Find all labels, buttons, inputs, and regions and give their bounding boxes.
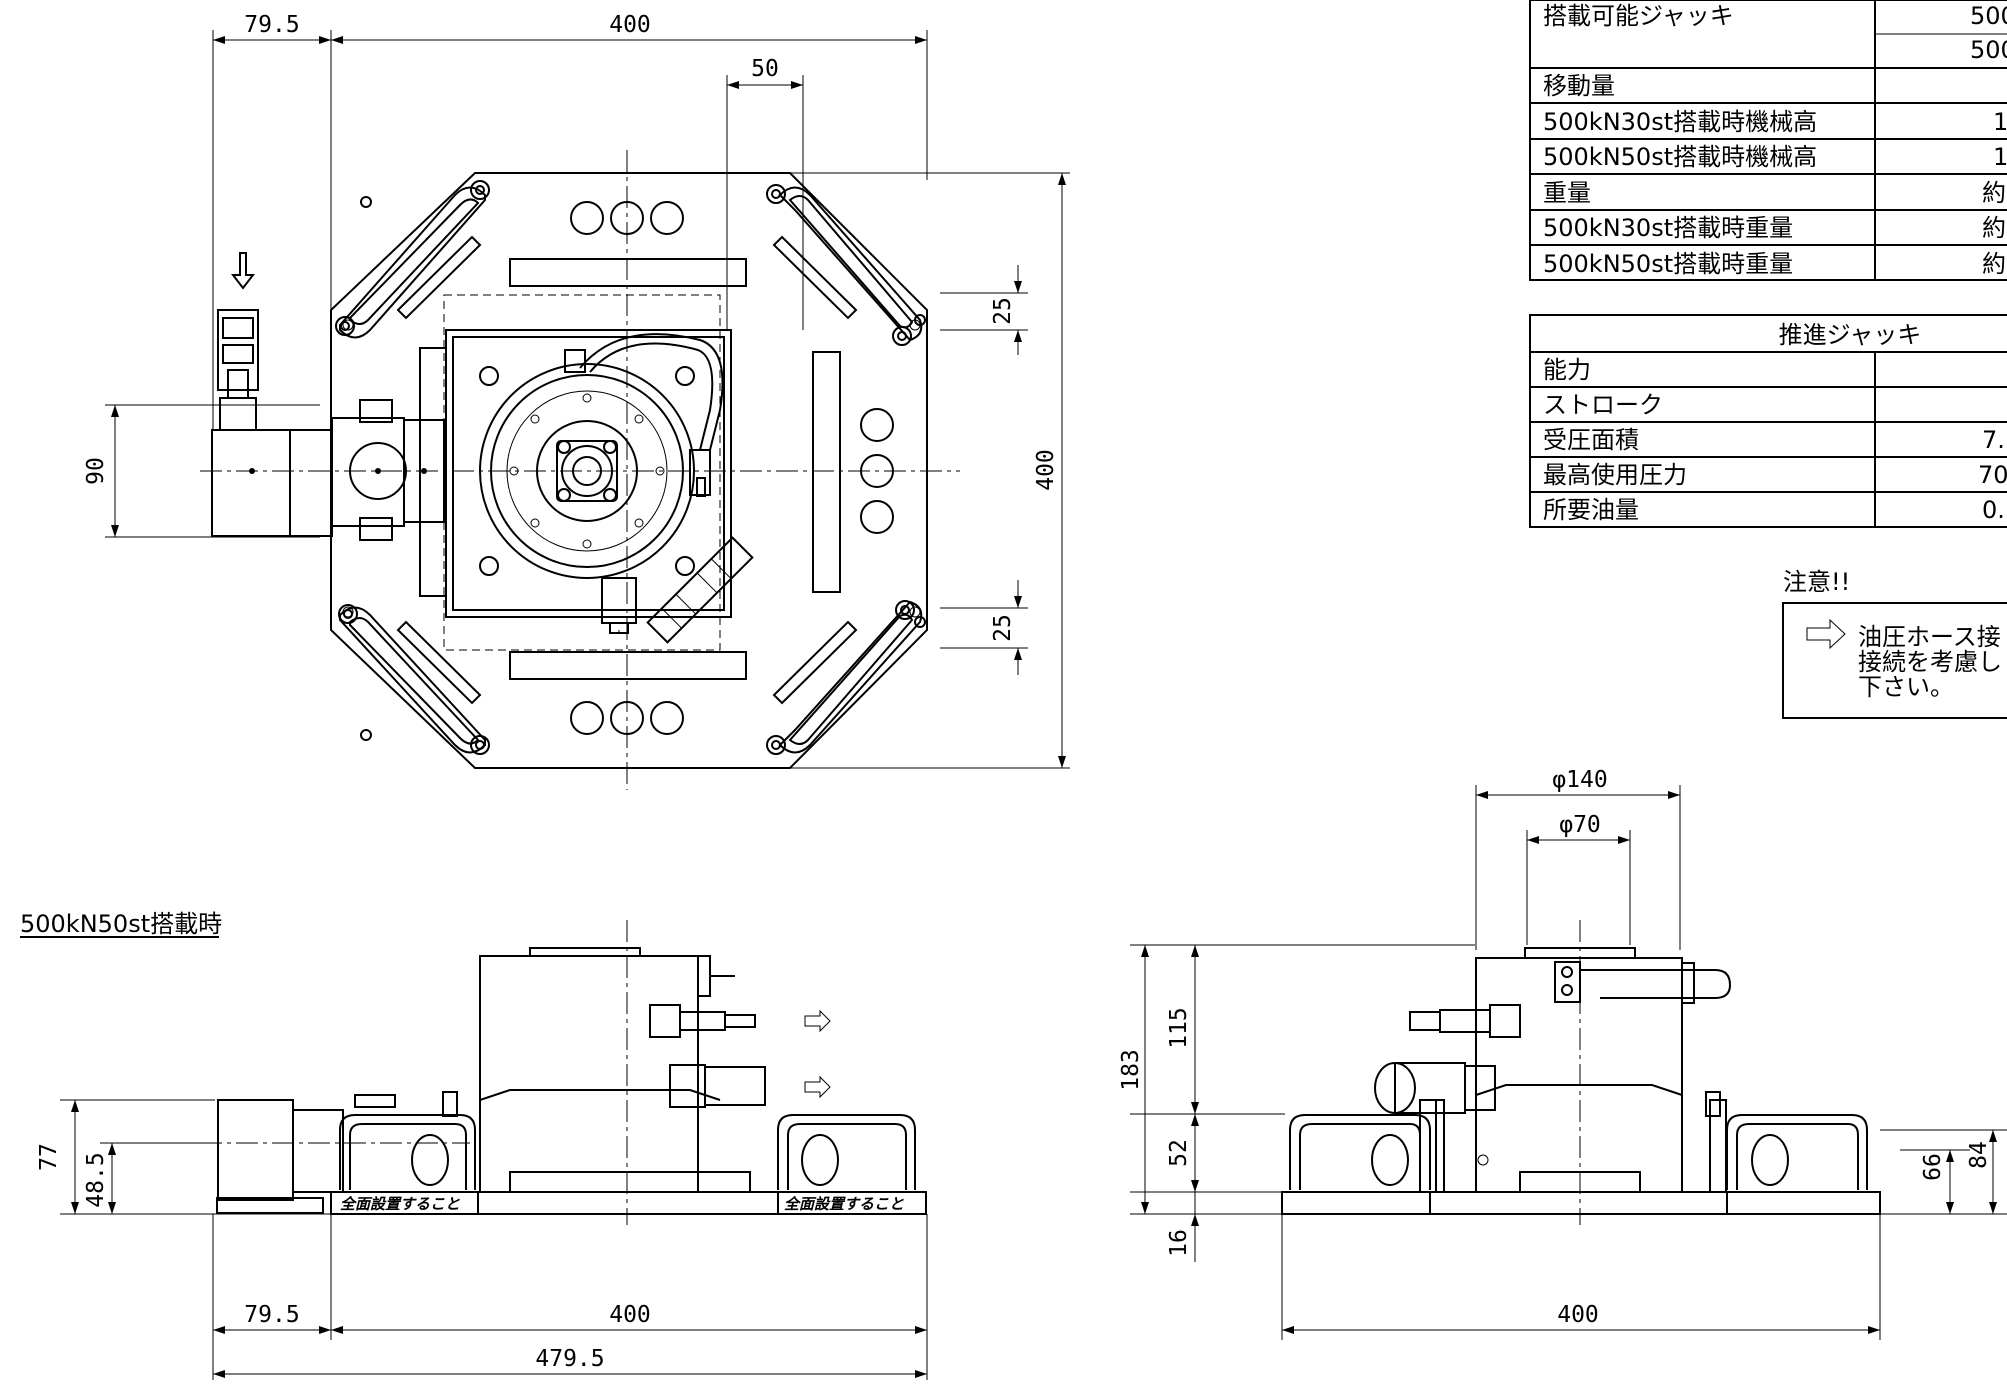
- dim-front-phi70: φ70: [1559, 812, 1601, 838]
- notice-box: 注意!! 油圧ホース接 接続を考慮し 下さい。: [1782, 568, 2007, 719]
- notice-line-1: 接続を考慮し: [1858, 648, 2002, 676]
- notice-line-2: 下さい。: [1858, 673, 1954, 701]
- jack-row-value-3: 70: [1978, 461, 2007, 489]
- spec-row-value-0b: 500: [1970, 36, 2007, 64]
- jack-row-value-4: 0.: [1982, 496, 2005, 524]
- dim-side-48-5: 48.5: [83, 1152, 109, 1207]
- arrow-right-icon: [1806, 618, 1846, 650]
- dim-front-84: 84: [1966, 1141, 1992, 1169]
- dim-top-left-width: 79.5: [244, 12, 299, 38]
- jack-row-name-2: 受圧面積: [1543, 426, 1639, 454]
- full-install-left: 全面設置すること: [340, 1195, 460, 1213]
- spec-row-value-0a: 500: [1970, 2, 2007, 30]
- dim-top-lower-gap: 25: [990, 614, 1016, 642]
- jack-table-header: 推進ジャッキ: [1779, 321, 1922, 349]
- dim-front-183: 183: [1118, 1049, 1144, 1091]
- dim-side-bottom-400: 400: [609, 1302, 651, 1328]
- jack-row-value-2: 7.: [1982, 426, 2005, 454]
- dim-front-66: 66: [1920, 1153, 1946, 1181]
- front-view: φ140 φ70: [1118, 767, 2007, 1340]
- diagonal-slots: [396, 235, 858, 705]
- bolt-holes: [342, 201, 921, 735]
- handle-bottom-right: [766, 600, 926, 755]
- jack-row-name-3: 最高使用圧力: [1543, 461, 1687, 489]
- spec-row-name-0: 搭載可能ジャッキ: [1543, 2, 1734, 30]
- notice-line-0: 油圧ホース接: [1858, 623, 2001, 651]
- handle-top-right: [766, 184, 926, 346]
- spec-row-name-5: 500kN30st搭載時重量: [1543, 214, 1793, 242]
- dim-front-bottom-400: 400: [1557, 1302, 1599, 1328]
- spec-row-name-6: 500kN50st搭載時重量: [1543, 250, 1793, 278]
- jack-table: 推進ジャッキ 能力 ストローク 受圧面積 7. 最高使用圧力 70 所要油量 0…: [1529, 314, 2007, 528]
- spec-table: 搭載可能ジャッキ 500 500 移動量 500kN30st搭載時機械高 1 5…: [1529, 0, 2007, 281]
- dim-side-bottom-479-5: 479.5: [535, 1346, 604, 1372]
- spec-row-value-5: 約: [1982, 214, 2006, 242]
- spec-row-value-3: 1: [1993, 143, 2007, 171]
- dim-side-bottom-79-5: 79.5: [244, 1302, 299, 1328]
- side-view-title: 500kN50st搭載時: [20, 910, 222, 938]
- spec-row-value-6: 約: [1982, 250, 2006, 278]
- spec-row-name-3: 500kN50st搭載時機械高: [1543, 143, 1817, 171]
- dim-top-left-height: 90: [83, 457, 109, 485]
- spec-row-name-2: 500kN30st搭載時機械高: [1543, 108, 1817, 136]
- jack-row-name-1: ストローク: [1543, 391, 1663, 419]
- dim-side-77: 77: [36, 1143, 62, 1171]
- spec-row-name-1: 移動量: [1543, 72, 1615, 100]
- dim-top-main-width: 400: [609, 12, 651, 38]
- jack-row-name-4: 所要油量: [1543, 496, 1639, 524]
- plan-view: 79.5 400 50 400 25 25: [83, 12, 1070, 790]
- dim-front-115: 115: [1166, 1007, 1192, 1049]
- dim-front-16: 16: [1166, 1229, 1192, 1257]
- dim-top-upper-gap: 25: [990, 297, 1016, 325]
- spec-row-value-4: 約: [1982, 179, 2006, 207]
- handle-bottom-left: [338, 604, 490, 755]
- notice-title: 注意!!: [1783, 568, 1850, 596]
- dim-front-phi140: φ140: [1552, 767, 1607, 793]
- full-install-right: 全面設置すること: [784, 1195, 904, 1213]
- dim-top-right-height: 400: [1033, 449, 1059, 491]
- jack-row-name-0: 能力: [1543, 356, 1591, 384]
- side-view: 500kN50st搭載時 全面設置すること 全面設置すること: [20, 910, 928, 1380]
- spec-row-value-2: 1: [1993, 108, 2007, 136]
- dim-front-52: 52: [1166, 1139, 1192, 1167]
- handle-top-left: [335, 180, 490, 339]
- dim-top-offset: 50: [751, 56, 779, 82]
- spec-row-name-4: 重量: [1543, 179, 1591, 207]
